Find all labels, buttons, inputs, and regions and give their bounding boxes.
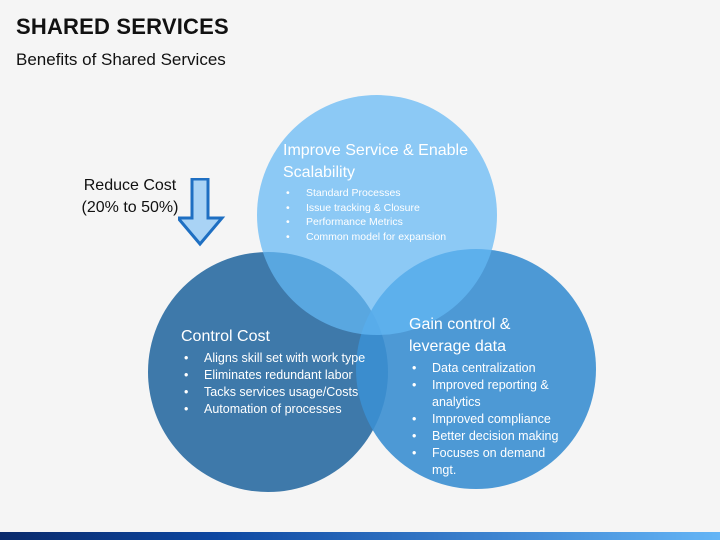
list-item: Performance Metrics	[283, 215, 483, 230]
left-circle-content: Control Cost Aligns skill set with work …	[181, 326, 366, 418]
right-circle-list: Data centralization Improved reporting &…	[409, 360, 569, 479]
left-circle-list: Aligns skill set with work type Eliminat…	[181, 350, 366, 418]
right-heading-line1: Gain control &	[409, 316, 511, 333]
list-item: Improved compliance	[409, 411, 569, 428]
list-item: Tacks services usage/Costs	[181, 384, 366, 401]
list-item: Eliminates redundant labor	[181, 367, 366, 384]
right-circle-content: Gain control & leverage data Data centra…	[409, 314, 569, 479]
down-arrow-icon	[178, 178, 226, 247]
top-circle-heading: Improve Service & Enable Scalability	[283, 140, 483, 184]
list-item: Common model for expansion	[283, 230, 483, 245]
reduce-cost-label: Reduce Cost	[83, 177, 177, 194]
top-heading-line1: Improve Service & Enable	[283, 142, 468, 159]
reduce-cost-callout: Reduce Cost (20% to 50%)	[70, 175, 190, 219]
top-circle-content: Improve Service & Enable Scalability Sta…	[283, 140, 483, 244]
page-subtitle: Benefits of Shared Services	[16, 50, 226, 69]
right-circle-heading: Gain control & leverage data	[409, 314, 569, 358]
list-item: Better decision making	[409, 428, 569, 445]
list-item: Aligns skill set with work type	[181, 350, 366, 367]
list-item: Automation of processes	[181, 401, 366, 418]
footer-bar	[0, 532, 720, 540]
page-title: SHARED SERVICES	[16, 14, 229, 39]
list-item: Data centralization	[409, 360, 569, 377]
list-item: Standard Processes	[283, 186, 483, 201]
right-heading-line2: leverage data	[409, 338, 506, 355]
list-item: Issue tracking & Closure	[283, 201, 483, 216]
top-circle-list: Standard Processes Issue tracking & Clos…	[283, 186, 483, 244]
reduce-cost-range: (20% to 50%)	[81, 199, 179, 216]
left-circle-heading: Control Cost	[181, 328, 270, 345]
list-item: Improved reporting & analytics	[409, 377, 569, 411]
list-item: Focuses on demand mgt.	[409, 445, 569, 479]
top-heading-line2: Scalability	[283, 164, 356, 181]
